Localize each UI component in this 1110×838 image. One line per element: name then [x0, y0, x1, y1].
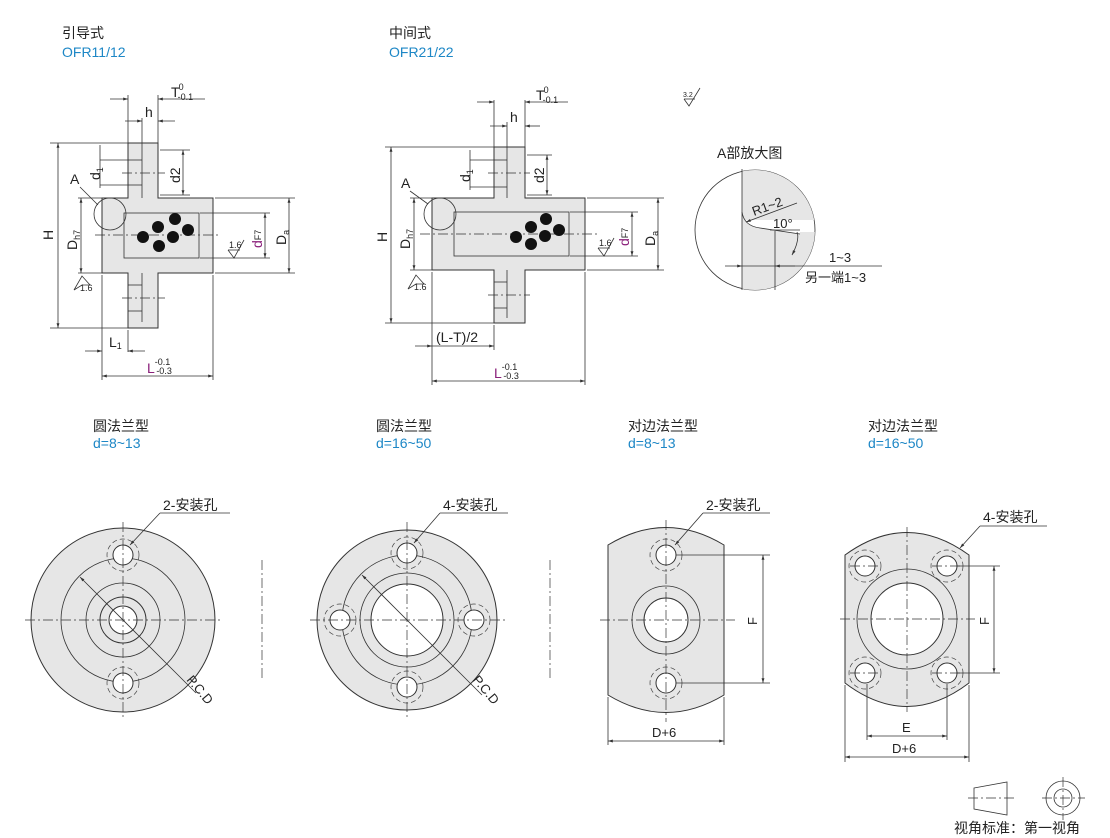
roughness-symbol: 1.6 1.6 [407, 237, 615, 292]
detail-length: 1~3 [829, 250, 851, 265]
dim-D-plus-6: D+6 [652, 725, 676, 740]
flange-title: 对边法兰型 [868, 418, 938, 434]
middle-type-model: OFR21/22 [389, 44, 454, 60]
detail-other-end: 另一端1~3 [805, 270, 866, 285]
dim-Da: Da [642, 231, 660, 246]
dim-h: h [145, 104, 153, 120]
dim-H: H [374, 232, 390, 242]
dim-pcd: P.C.D [470, 672, 503, 707]
dim-F: F [745, 617, 760, 625]
flange-title: 对边法兰型 [628, 418, 698, 434]
flange-range: d=8~13 [93, 435, 141, 451]
dim-E: E [902, 720, 911, 735]
mounting-holes-label: 4-安装孔 [443, 497, 497, 513]
mounting-holes-label: 4-安装孔 [983, 509, 1037, 525]
middle-type-view: 中间式 OFR21/22 A H Dh7 d1 d2 dF7 Da [374, 25, 664, 385]
detail-a-view: A部放大图 R1~2 10° 1~3 另一端1~3 [694, 145, 882, 291]
dim-H: H [40, 230, 56, 240]
dim-L: L-0.1-0.3 [494, 362, 519, 381]
dim-L: L-0.1-0.3 [147, 357, 172, 376]
middle-type-title: 中间式 [389, 25, 431, 41]
dim-Da: Da [273, 230, 291, 245]
guide-type-title: 引导式 [62, 25, 104, 41]
dim-d2: d2 [531, 167, 547, 183]
flat-flange-4-holes: 对边法兰型 d=16~50 F E D+6 4-安装孔 [840, 418, 1047, 762]
detail-angle: 10° [773, 216, 793, 231]
dim-d: dF7 [616, 228, 632, 246]
flange-range: d=16~50 [376, 435, 431, 451]
dim-L-T: (L-T)/2 [436, 329, 478, 345]
svg-text:1.6: 1.6 [414, 282, 427, 292]
dim-T: T0-0.1 [536, 85, 558, 105]
detail-a-label: A [70, 171, 80, 187]
guide-type-model: OFR11/12 [62, 44, 126, 60]
flange-title: 圆法兰型 [93, 418, 149, 434]
dim-D: Dh7 [64, 230, 82, 250]
dim-d1: d1 [87, 167, 105, 180]
projection-label: 视角标准：第一视角 [954, 820, 1080, 836]
dim-pcd: P.C.D [184, 672, 217, 707]
dim-F: F [977, 617, 992, 625]
guide-type-view: 引导式 OFR11/12 A H Dh7 d1 d2 dF7 [40, 25, 295, 380]
ball-bearings [137, 213, 194, 252]
svg-text:1.6: 1.6 [80, 283, 93, 293]
dim-d: dF7 [249, 230, 265, 248]
detail-a-label: A [401, 175, 411, 191]
svg-text:1.6: 1.6 [599, 238, 612, 248]
mounting-holes-label: 2-安装孔 [706, 497, 760, 513]
roughness-symbol: 1.6 1.6 [73, 239, 245, 293]
dim-h: h [510, 109, 518, 125]
flat-flange-2-holes: 对边法兰型 d=8~13 F D+6 2-安装孔 [600, 418, 770, 745]
detail-a-marker [93, 197, 127, 231]
dim-T: T0-0.1 [171, 82, 193, 102]
flange-range: d=8~13 [628, 435, 676, 451]
dim-d2: d2 [167, 167, 183, 183]
svg-text:3.2: 3.2 [683, 92, 693, 99]
svg-text:1.6: 1.6 [229, 240, 242, 250]
dim-D-plus-6: D+6 [892, 741, 916, 756]
dim-L1: L1 [109, 334, 122, 351]
detail-title: A部放大图 [717, 145, 782, 161]
round-flange-4-holes: 圆法兰型 d=16~50 P.C.D 4-安装孔 [310, 418, 551, 718]
general-roughness-symbol: 3.2 [683, 87, 701, 107]
flange-title: 圆法兰型 [376, 418, 432, 434]
first-angle-projection-symbol: 视角标准：第一视角 [954, 777, 1085, 836]
flange-range: d=16~50 [868, 435, 923, 451]
dim-D: Dh7 [397, 229, 415, 249]
round-flange-2-holes: 圆法兰型 d=8~13 P.C.D 2-安装孔 [25, 418, 263, 718]
dim-d1: d1 [457, 169, 475, 182]
detail-a-marker [423, 197, 457, 231]
mounting-holes-label: 2-安装孔 [163, 497, 217, 513]
ball-bearings [510, 213, 565, 250]
